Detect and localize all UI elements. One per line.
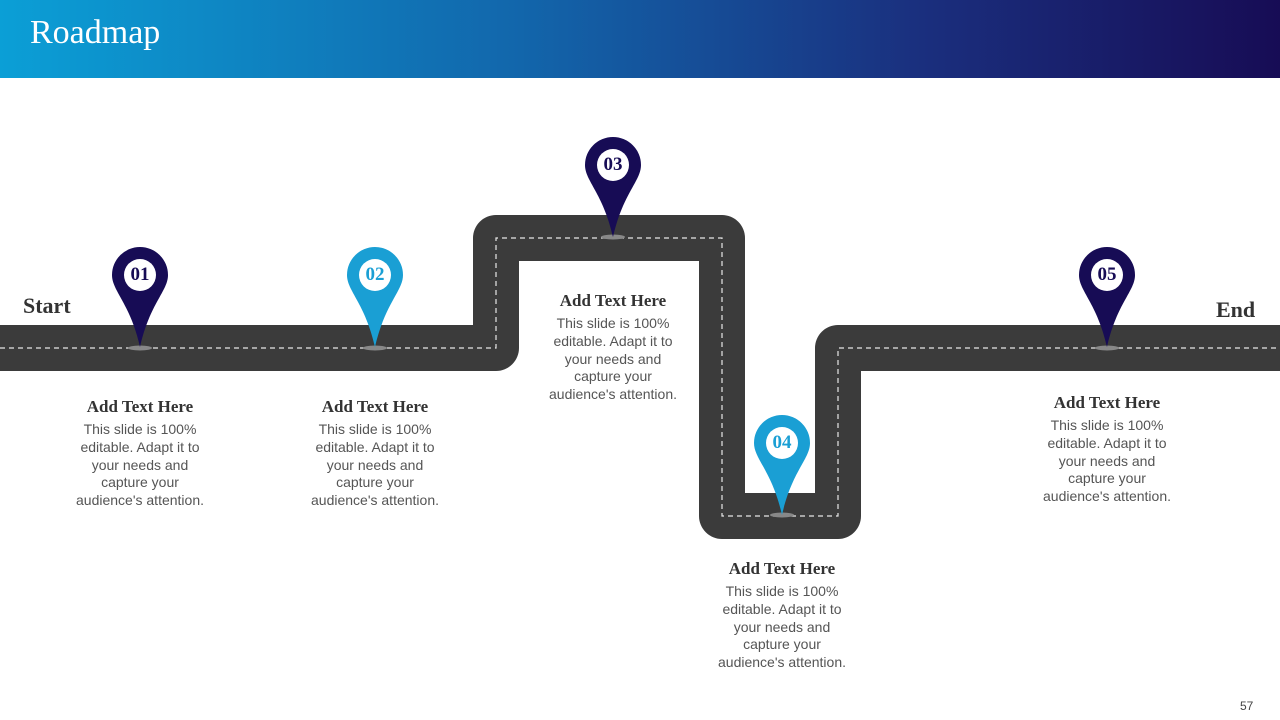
- step-title: Add Text Here: [86, 397, 194, 416]
- pin-number: 05: [1091, 259, 1123, 291]
- map-pin-icon: 01: [112, 247, 168, 347]
- step-body: This slide is 100% editable. Adapt it to…: [549, 315, 677, 403]
- step-text-4: Add Text Here This slide is 100% editabl…: [697, 559, 867, 672]
- pin-number: 01: [124, 259, 156, 291]
- pin-shadow: [601, 234, 625, 240]
- end-label: End: [1216, 297, 1256, 322]
- pin-shadow: [770, 512, 794, 518]
- step-text-3: Add Text Here This slide is 100% editabl…: [528, 291, 698, 404]
- road-lane-marking: [0, 237, 1280, 517]
- step-body: This slide is 100% editable. Adapt it to…: [718, 583, 846, 671]
- map-pin-icon: 02: [347, 247, 403, 347]
- slide-title: Roadmap: [30, 14, 161, 51]
- page-number: 57: [1240, 699, 1254, 713]
- step-body: This slide is 100% editable. Adapt it to…: [1043, 417, 1171, 505]
- step-body: This slide is 100% editable. Adapt it to…: [311, 421, 439, 509]
- step-text-5: Add Text Here This slide is 100% editabl…: [1022, 393, 1192, 506]
- step-title: Add Text Here: [559, 291, 667, 310]
- step-text-1: Add Text Here This slide is 100% editabl…: [55, 397, 225, 510]
- map-pin-icon: 03: [585, 137, 641, 237]
- step-body: This slide is 100% editable. Adapt it to…: [76, 421, 204, 509]
- map-pin-icon: 04: [754, 415, 810, 515]
- step-title: Add Text Here: [321, 397, 429, 416]
- step-title: Add Text Here: [1053, 393, 1161, 412]
- pin-shadow: [128, 345, 152, 351]
- map-pin-icon: 05: [1079, 247, 1135, 347]
- step-text-2: Add Text Here This slide is 100% editabl…: [290, 397, 460, 510]
- pin-shadow: [363, 345, 387, 351]
- step-title: Add Text Here: [728, 559, 836, 578]
- start-label: Start: [23, 293, 71, 318]
- title-bar: Roadmap: [0, 0, 1280, 78]
- pin-number: 04: [766, 427, 798, 459]
- pin-number: 02: [359, 259, 391, 291]
- pin-shadow: [1095, 345, 1119, 351]
- pin-number: 03: [597, 149, 629, 181]
